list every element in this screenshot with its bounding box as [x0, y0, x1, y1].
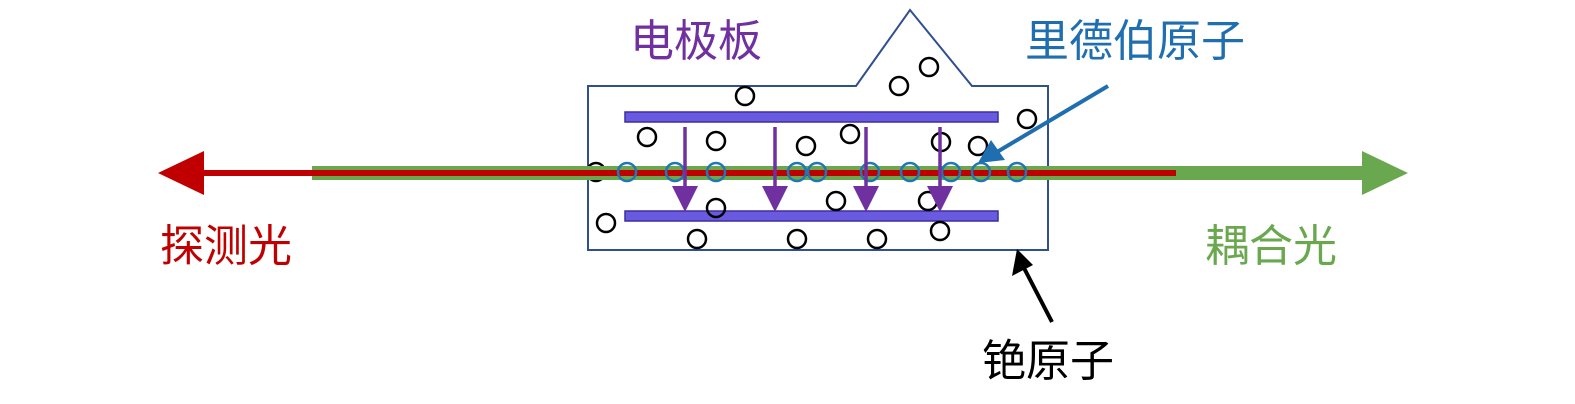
field-arrow [927, 127, 953, 212]
cesium-atom [734, 85, 756, 107]
cesium-atom [888, 75, 910, 97]
cesium-atom [929, 220, 951, 242]
probe-light-label: 探测光 [160, 221, 292, 272]
cesium-atom [1016, 108, 1038, 130]
electrode-plate-bottom [624, 210, 999, 222]
rydberg-atom-label: 里德伯原子 [1025, 16, 1245, 67]
rydberg-atom [899, 161, 921, 183]
coupling-light-arrowhead [1362, 151, 1408, 195]
rydberg-pointer-line [995, 84, 1110, 154]
probe-light-arrowhead [158, 151, 204, 195]
rydberg-pointer-head [978, 140, 1005, 163]
field-arrows [672, 127, 953, 212]
vapor-cell [587, 8, 1049, 251]
cesium-atom [918, 56, 940, 78]
cesium-atom [705, 197, 727, 219]
cesium-atom [686, 228, 708, 250]
rydberg-atom [806, 161, 828, 183]
cesium-pointer-head [1012, 249, 1033, 276]
cesium-atom [795, 135, 817, 157]
field-arrow [853, 127, 879, 212]
electrode-plate-label: 电极板 [630, 16, 762, 67]
cesium-atom [839, 123, 861, 145]
rydberg-atom [970, 161, 992, 183]
field-arrow [672, 127, 698, 212]
coupling-light-label: 耦合光 [1205, 221, 1337, 272]
rydberg-atom [1006, 161, 1028, 183]
rydberg-atom [940, 161, 962, 183]
field-arrow [762, 127, 788, 212]
rydberg-atom [616, 161, 638, 183]
rydberg-atom [786, 161, 808, 183]
cesium-atom [967, 135, 989, 157]
cesium-atom-label: 铯原子 [982, 336, 1114, 387]
cesium-atom [636, 126, 658, 148]
cesium-atom [825, 190, 847, 212]
cesium-pointer-line [1022, 267, 1054, 323]
electrode-plate-top [624, 111, 999, 123]
rydberg-atom [859, 161, 881, 183]
cesium-atom [786, 228, 808, 250]
cesium-atom [866, 228, 888, 250]
rydberg-atom [705, 161, 727, 183]
cesium-atom [705, 130, 727, 152]
cesium-atom [595, 212, 617, 234]
